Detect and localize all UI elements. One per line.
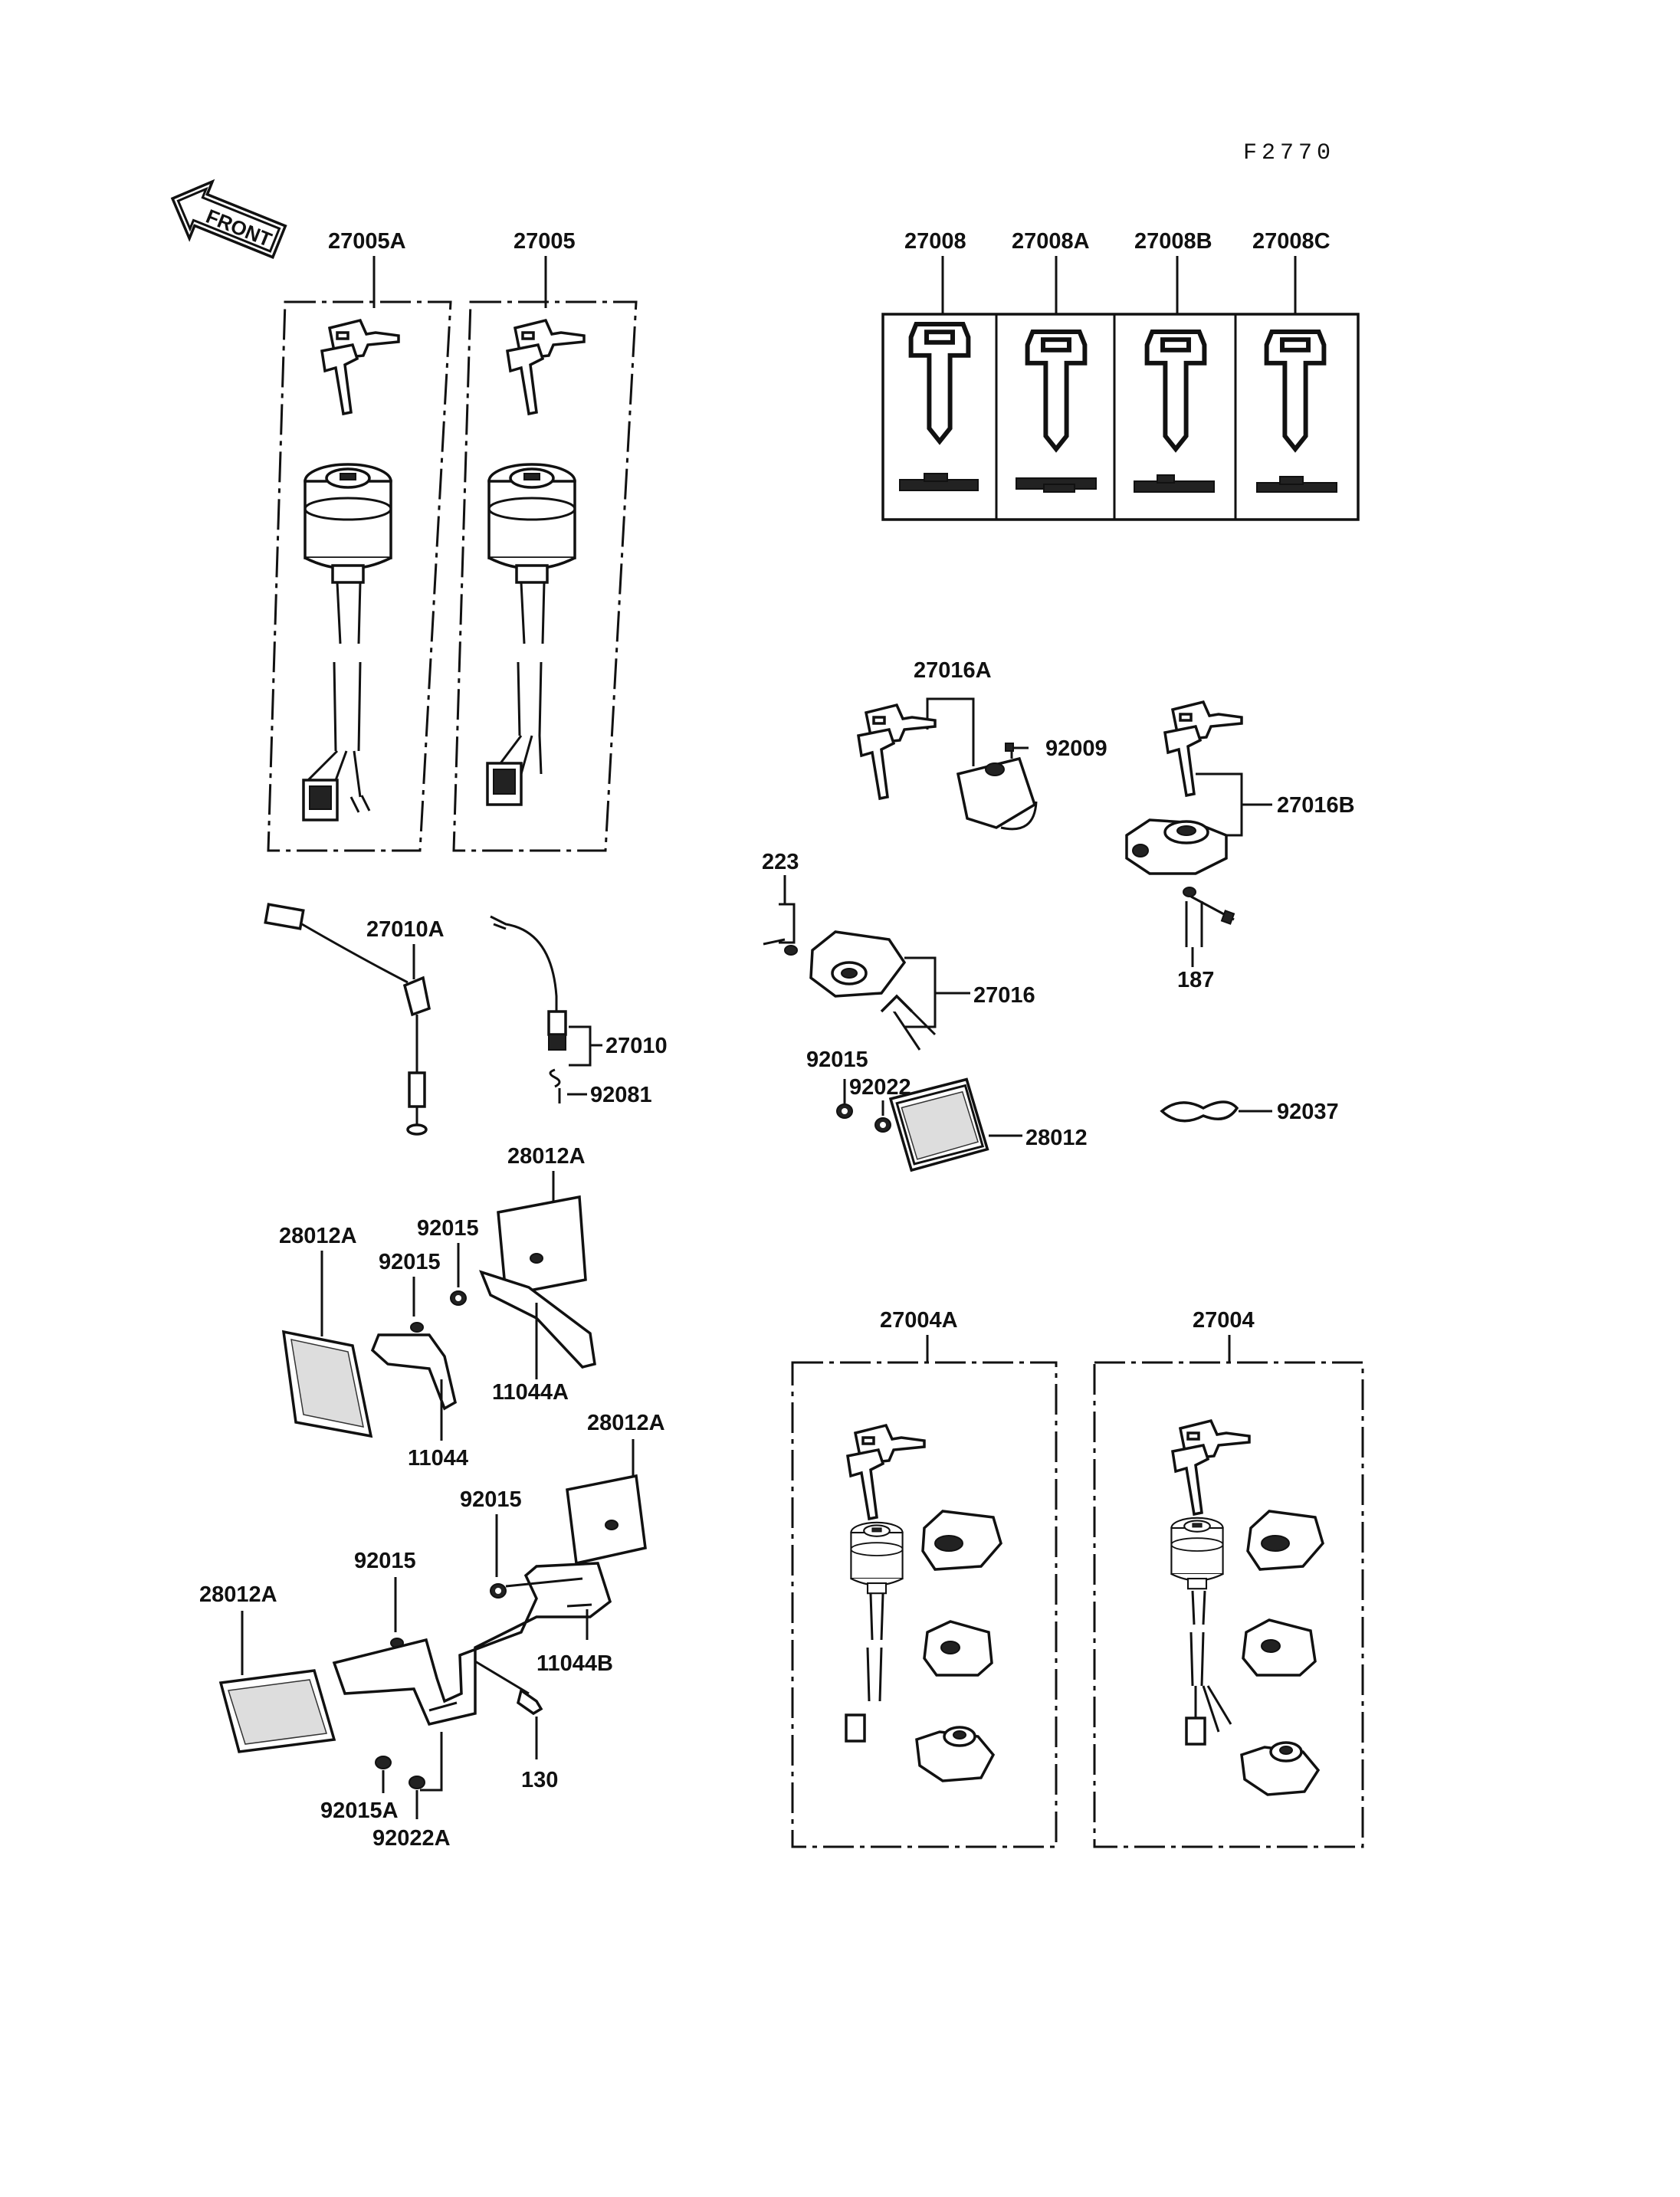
group-11044: 28012A 92015 11044 [279,1224,468,1471]
label-92015-b: 92015 [379,1250,441,1274]
label-92015-mid: 92015 [806,1048,868,1072]
label-28012A-4: 28012A [199,1582,277,1607]
label-92015-a: 92015 [417,1216,479,1241]
label-11044: 11044 [408,1446,468,1471]
label-223: 223 [762,850,799,874]
figure-code: F2770 [1243,140,1335,166]
label-27008: 27008 [904,229,966,254]
label-27005A: 27005A [328,229,406,254]
group-27010A: 27010A [264,903,445,1136]
kit-27004A: 27004A [791,1308,1058,1848]
label-27016A: 27016A [914,658,992,683]
group-27010: 27010 92081 [490,915,668,1107]
label-27004A: 27004A [880,1308,958,1333]
front-arrow: FRONT [170,179,287,259]
label-187: 187 [1177,968,1214,992]
group-27016: 223 27016 [762,850,1035,1051]
kit-27005: 27005 [452,229,638,852]
label-11044B: 11044B [536,1651,613,1676]
kit-27004: 27004 [1093,1308,1364,1848]
label-27008C: 27008C [1252,229,1331,254]
label-27010A: 27010A [366,917,445,942]
label-28012A-1: 28012A [507,1144,586,1169]
label-92015A: 92015A [320,1799,399,1823]
label-27005: 27005 [514,229,576,254]
label-27004: 27004 [1193,1308,1255,1333]
label-27008A: 27008A [1012,229,1090,254]
label-92015-c: 92015 [460,1487,522,1512]
label-11044A: 11044A [492,1380,569,1405]
label-28012: 28012 [1025,1126,1088,1150]
group-28012: 92015 92022 28012 [806,1048,1088,1172]
label-130: 130 [521,1768,558,1792]
group-27016B: 27016B 187 [1125,700,1355,992]
label-27010: 27010 [605,1034,668,1058]
label-27016B: 27016B [1277,793,1355,818]
group-92037: 92037 [1160,1100,1339,1124]
label-27016: 27016 [973,983,1035,1008]
label-27008B: 27008B [1134,229,1212,254]
label-92037: 92037 [1277,1100,1339,1124]
group-11044B: 28012A 92015 92015 11044B 130 28012A 920… [199,1411,665,1851]
label-92009: 92009 [1045,736,1107,761]
key-blanks-panel: 27008 27008A 27008B 27008C [881,229,1360,521]
label-28012A-2: 28012A [279,1224,357,1248]
group-11044A: 28012A 92015 11044A [417,1144,596,1405]
kit-27005A: 27005A [267,229,452,852]
label-92022A: 92022A [372,1826,451,1851]
label-28012A-3: 28012A [587,1411,665,1435]
group-27016A: 27016A 92009 [857,658,1107,831]
label-92081: 92081 [590,1083,652,1107]
label-92015-d: 92015 [354,1549,416,1573]
